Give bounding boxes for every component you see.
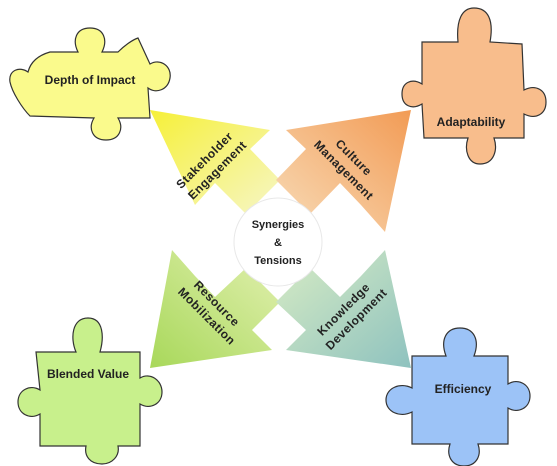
puzzle-piece-depth-of-impact: Depth of Impact (9, 27, 171, 141)
center-circle: Synergies & Tensions (233, 197, 323, 287)
puzzle-piece-blended-value: Blended Value (17, 317, 163, 465)
piece-label: Blended Value (47, 367, 129, 381)
center-line3: Tensions (254, 255, 301, 267)
piece-label: Efficiency (435, 382, 492, 396)
center-line2: & (274, 237, 282, 249)
puzzle-piece-adaptability: Adaptability (401, 7, 547, 165)
piece-label: Depth of Impact (45, 73, 136, 87)
piece-label: Adaptability (437, 115, 506, 129)
center-line1: Synergies (252, 219, 305, 231)
arrow-knowledge-development: Knowledge Development (276, 250, 411, 368)
arrow-resource-mobilization: Resource Mobilization (150, 250, 280, 368)
puzzle-piece-efficiency: Efficiency (385, 327, 531, 466)
arrow-stakeholder-engagement: Stakeholder Engagement (150, 110, 280, 214)
